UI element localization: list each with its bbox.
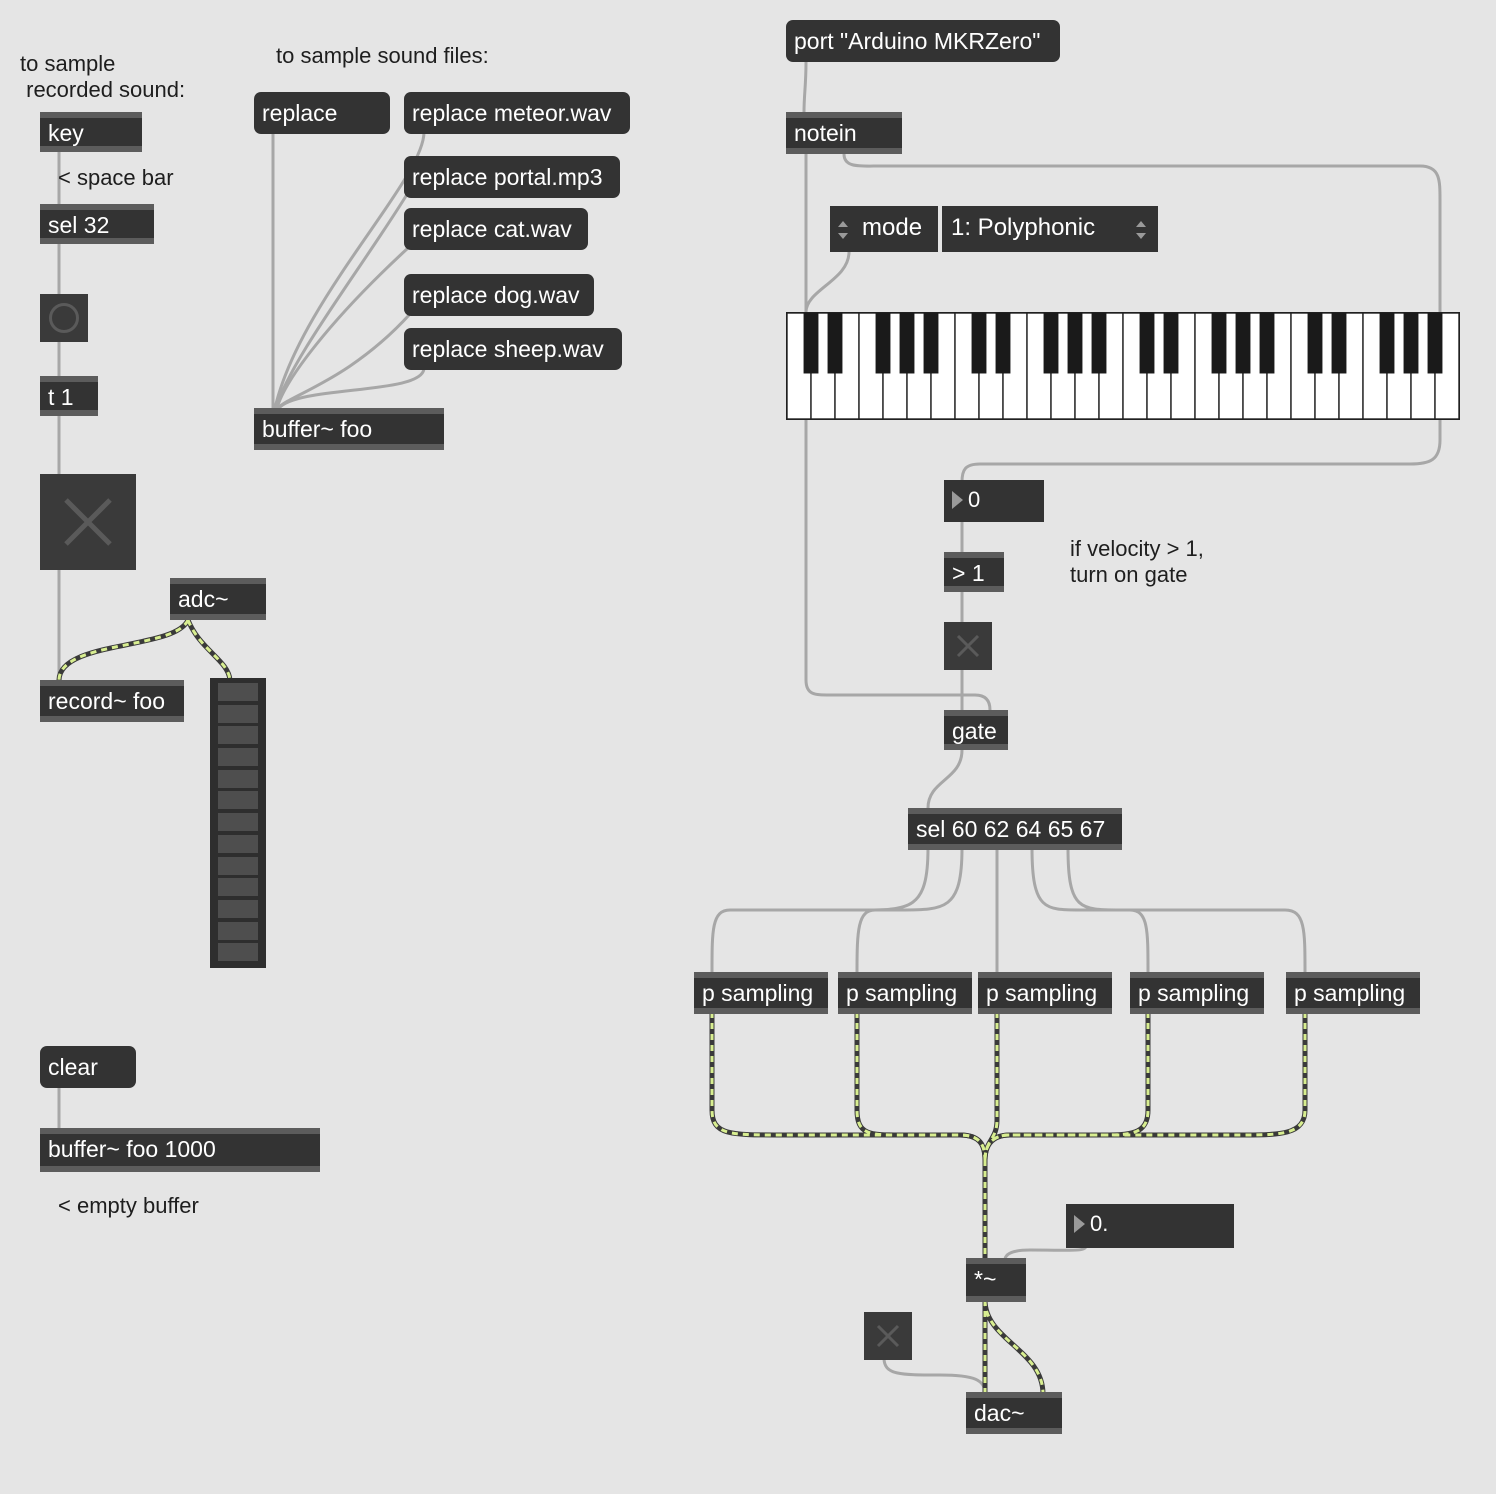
triangle-icon	[1074, 1215, 1085, 1233]
black-key[interactable]	[971, 313, 987, 374]
black-key[interactable]	[995, 313, 1011, 374]
meter-segment	[218, 899, 258, 918]
comment-velocity-note: if velocity > 1, turn on gate	[1070, 536, 1204, 587]
buffer-foo-1000-object[interactable]: buffer~ foo 1000	[40, 1128, 320, 1172]
mode-value: 1: Polyphonic	[951, 214, 1096, 241]
buffer-foo-object[interactable]: buffer~ foo	[254, 408, 444, 450]
triangle-icon	[952, 491, 963, 509]
record-object[interactable]: record~ foo	[40, 680, 184, 722]
meter-segment	[218, 834, 258, 853]
x-icon	[876, 1324, 900, 1348]
comment-empty-buffer: < empty buffer	[58, 1193, 199, 1218]
replace-cat-message[interactable]: replace cat.wav	[404, 208, 588, 250]
x-icon	[956, 634, 980, 658]
meter-segment	[218, 704, 258, 723]
gate-toggle[interactable]	[944, 622, 992, 670]
black-key[interactable]	[923, 313, 939, 374]
meter-segment	[218, 748, 258, 767]
black-key[interactable]	[1043, 313, 1059, 374]
sel-notes-object[interactable]: sel 60 62 64 65 67	[908, 808, 1122, 850]
circle-icon	[49, 303, 79, 333]
black-key[interactable]	[875, 313, 891, 374]
p-sampling-3[interactable]: p sampling	[978, 972, 1112, 1014]
piano-keyboard[interactable]	[786, 312, 1460, 420]
meter-segment	[218, 878, 258, 897]
clear-message[interactable]: clear	[40, 1046, 136, 1088]
black-key[interactable]	[1307, 313, 1323, 374]
sel-32-object[interactable]: sel 32	[40, 204, 154, 244]
trigger-t1-object[interactable]: t 1	[40, 376, 98, 416]
replace-sheep-message[interactable]: replace sheep.wav	[404, 328, 622, 370]
mode-umenu[interactable]: 1: Polyphonic	[942, 206, 1158, 252]
black-key[interactable]	[1211, 313, 1227, 374]
meter-segment	[218, 726, 258, 745]
meter-segment	[218, 791, 258, 810]
port-message[interactable]: port "Arduino MKRZero"	[786, 20, 1060, 62]
replace-meteor-message[interactable]: replace meteor.wav	[404, 92, 630, 134]
comment-space-bar: < space bar	[58, 165, 174, 190]
black-key[interactable]	[1139, 313, 1155, 374]
adc-object[interactable]: adc~	[170, 578, 266, 620]
meter-segment	[218, 769, 258, 788]
meter-segment	[218, 813, 258, 832]
black-key[interactable]	[1235, 313, 1251, 374]
black-key[interactable]	[1403, 313, 1419, 374]
p-sampling-1[interactable]: p sampling	[694, 972, 828, 1014]
gate-object[interactable]: gate	[944, 710, 1008, 750]
key-object[interactable]: key	[40, 112, 142, 152]
replace-message[interactable]: replace	[254, 92, 390, 134]
updown-arrows-icon	[1136, 221, 1146, 239]
x-icon	[64, 498, 112, 546]
replace-portal-message[interactable]: replace portal.mp3	[404, 156, 620, 198]
gain-value: 0.	[1090, 1211, 1109, 1236]
dac-object[interactable]: dac~	[966, 1392, 1062, 1434]
black-key[interactable]	[1163, 313, 1179, 374]
updown-arrows-icon	[838, 221, 848, 239]
p-sampling-4[interactable]: p sampling	[1130, 972, 1264, 1014]
black-key[interactable]	[1427, 313, 1443, 374]
p-sampling-5[interactable]: p sampling	[1286, 972, 1420, 1014]
replace-dog-message[interactable]: replace dog.wav	[404, 274, 594, 316]
bang-button[interactable]	[40, 294, 88, 342]
black-key[interactable]	[1331, 313, 1347, 374]
p-sampling-2[interactable]: p sampling	[838, 972, 972, 1014]
black-key[interactable]	[1067, 313, 1083, 374]
meter-segment	[218, 856, 258, 875]
black-key[interactable]	[1379, 313, 1395, 374]
greater-than-object[interactable]: > 1	[944, 552, 1004, 592]
gain-number-box[interactable]: 0.	[1066, 1204, 1234, 1248]
black-key[interactable]	[899, 313, 915, 374]
record-toggle[interactable]	[40, 474, 136, 570]
notein-object[interactable]: notein	[786, 112, 902, 154]
velocity-number-box[interactable]: 0	[944, 480, 1044, 522]
mode-umenu-label[interactable]: mode	[830, 206, 938, 252]
black-key[interactable]	[803, 313, 819, 374]
mode-label: mode	[862, 214, 923, 241]
comment-files-title: to sample sound files:	[276, 43, 489, 68]
black-key[interactable]	[827, 313, 843, 374]
black-key[interactable]	[1259, 313, 1275, 374]
meter-segment	[218, 921, 258, 940]
comment-recorded-title: to sample recorded sound:	[20, 51, 186, 102]
level-meter	[210, 678, 266, 968]
black-key[interactable]	[1091, 313, 1107, 374]
multiply-signal-object[interactable]: *~	[966, 1258, 1026, 1302]
velocity-value: 0	[968, 487, 981, 512]
dac-toggle[interactable]	[864, 1312, 912, 1360]
meter-segment	[218, 943, 258, 962]
meter-segment	[218, 683, 258, 701]
